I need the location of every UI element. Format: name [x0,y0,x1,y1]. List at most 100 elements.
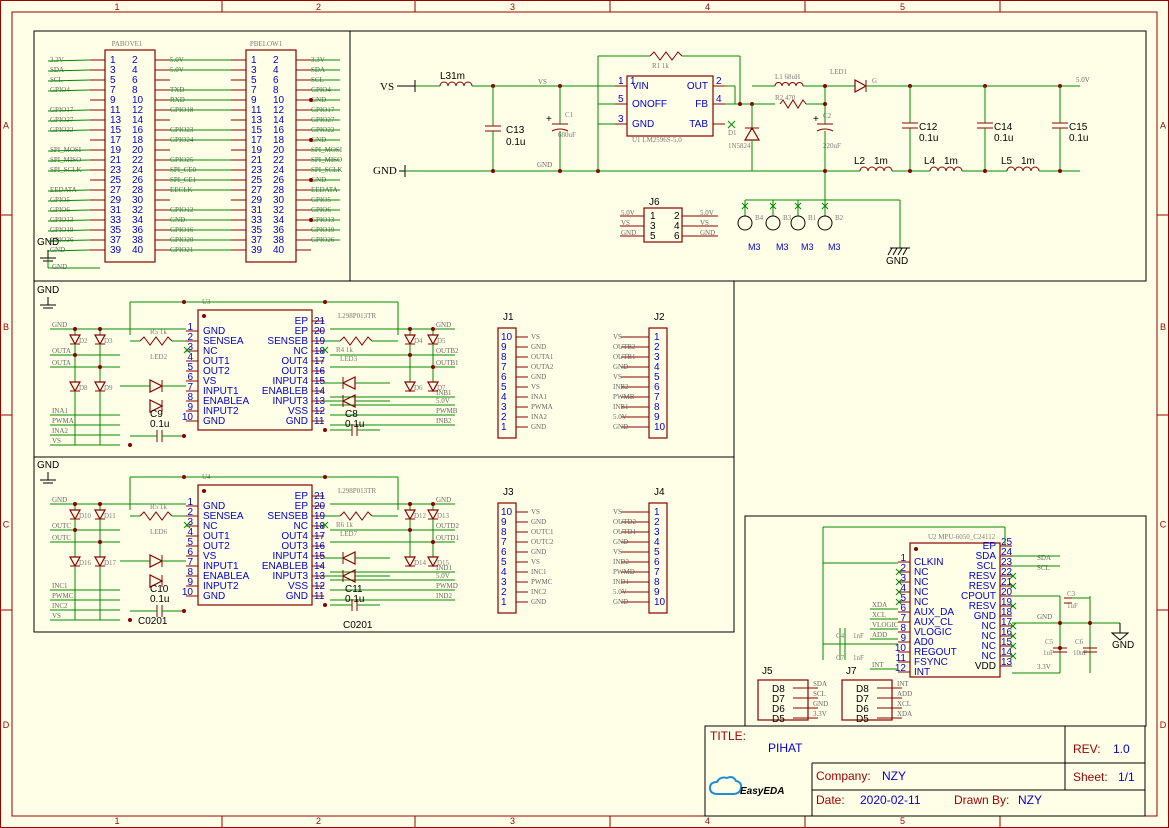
mpu-pin-right: NC [982,641,996,652]
wire [47,239,91,242]
frame-row-label: C [3,520,10,530]
l298-pin-right: VSS [288,581,308,592]
wire [1009,652,1017,660]
connector-pin: 8 [501,352,507,363]
c13-value: 0.1u [506,137,525,148]
u1-pin-num: 5 [618,94,624,105]
title-value: PIHAT [768,741,803,755]
l298-pin-left: GND [203,326,225,337]
pin-number: 7 [110,85,116,96]
pin-number: 12 [273,105,285,116]
l298-pin-right: OUT3 [281,366,308,377]
title-block [704,725,1146,817]
l298-pin-left: GND [203,416,225,427]
cap-ref: C5 [1045,638,1054,646]
wire [47,229,91,232]
junction-dot [1058,646,1062,650]
resistor-r2 [779,99,807,109]
inductor-coil [1006,166,1016,172]
mpu-pin-num: 21 [1001,577,1013,588]
c2-label: C2 [823,112,832,120]
connector-body [648,327,668,439]
l298-pin-num: 19 [314,511,326,522]
sense-resistor [139,511,173,521]
polarity: + [813,114,819,125]
u1-ref-extra: 1 [630,76,636,87]
l298-pin-num: 13 [314,571,326,582]
cap-package: C0201 [138,616,168,627]
pin-number: 38 [132,235,144,246]
pin-number: 33 [110,215,122,226]
l298-pin-num: 15 [314,551,326,562]
diode-ref: D9 [104,384,113,392]
l298-pin-num: 3 [187,342,193,353]
l298-pin-right: VSS [288,406,308,417]
junction-dot [182,300,186,304]
driver-net-left: VS [52,437,61,445]
sheet-value: 1/1 [1118,770,1135,784]
connector-net: INB1 [613,403,629,411]
header-net-left: GPIO13 [50,216,74,224]
connector-pin: 2 [654,342,660,353]
connector-net: OUTB1 [613,353,636,361]
pin-number: 4 [132,65,138,76]
flyback-diode [68,556,82,568]
gnd-label: GND [37,285,59,296]
driver2-section [33,456,735,633]
connector-pin: 6 [501,547,507,558]
inductor-coil [883,166,893,172]
inductor-coil [875,166,885,172]
connector-net: INC1 [531,568,547,576]
diode-ref: D4 [414,337,423,345]
connector-body [841,679,893,721]
l298-pin-num: 11 [314,591,325,602]
driver-net-right: IND2 [436,592,452,600]
l298-pin-num: 11 [314,416,325,427]
connector-pin: 10 [654,422,666,433]
l298-pin-left: ENABLEA [203,396,249,407]
l298-pin-num: 21 [314,491,326,502]
wire [47,109,91,112]
wire [47,189,91,192]
mpu-net-left: VLOGIC [872,621,899,629]
frame-col-label: 3 [510,816,515,826]
connector-net: VS [531,508,540,516]
u1-pin-num: 3 [618,114,624,125]
pin-number: 35 [251,225,263,236]
mpu6050-body [909,542,1001,678]
l298-pin-num: 16 [314,366,326,377]
driver-net-right: OUTB1 [436,359,459,367]
pin-number: 23 [110,165,122,176]
pin-number: 39 [251,245,263,256]
inductor-coil [774,82,783,87]
easyeda-logo-text: EasyEDA [740,786,784,797]
wire [895,588,903,596]
pin-number: 26 [132,175,144,186]
resistor-ref: R4 1k [336,346,353,354]
diode-ref: D6 [414,384,423,392]
l298-pin-num: 18 [314,346,326,357]
connector-pin: 1 [501,597,507,608]
connector-body [497,327,517,439]
flyback-diode [93,509,107,521]
inductor-coil [929,166,939,172]
l298-pin-num: 4 [187,352,193,363]
mpu-pin-left: NC [914,587,928,598]
inductor-coil [455,81,465,87]
polarity: + [546,114,552,125]
c2-value: 220uF [823,142,841,150]
inductor-value: 1m [944,156,958,167]
diode-ref: D17 [104,559,117,567]
pin-number: 27 [110,185,122,196]
driver-net-right: GND [436,496,451,504]
driver-net-left: OUTA [52,347,71,355]
pin-number: 14 [273,115,285,126]
mpu-pin-right: VDD [975,661,996,672]
flyback-diode [426,381,440,393]
mpu-net-left: INT [872,661,884,669]
connector-pin: 10 [501,507,513,518]
junction-dot [309,98,313,102]
diode-ref: D12 [414,512,427,520]
junction-dot [309,138,313,142]
j6-net-right: VS [700,219,709,227]
